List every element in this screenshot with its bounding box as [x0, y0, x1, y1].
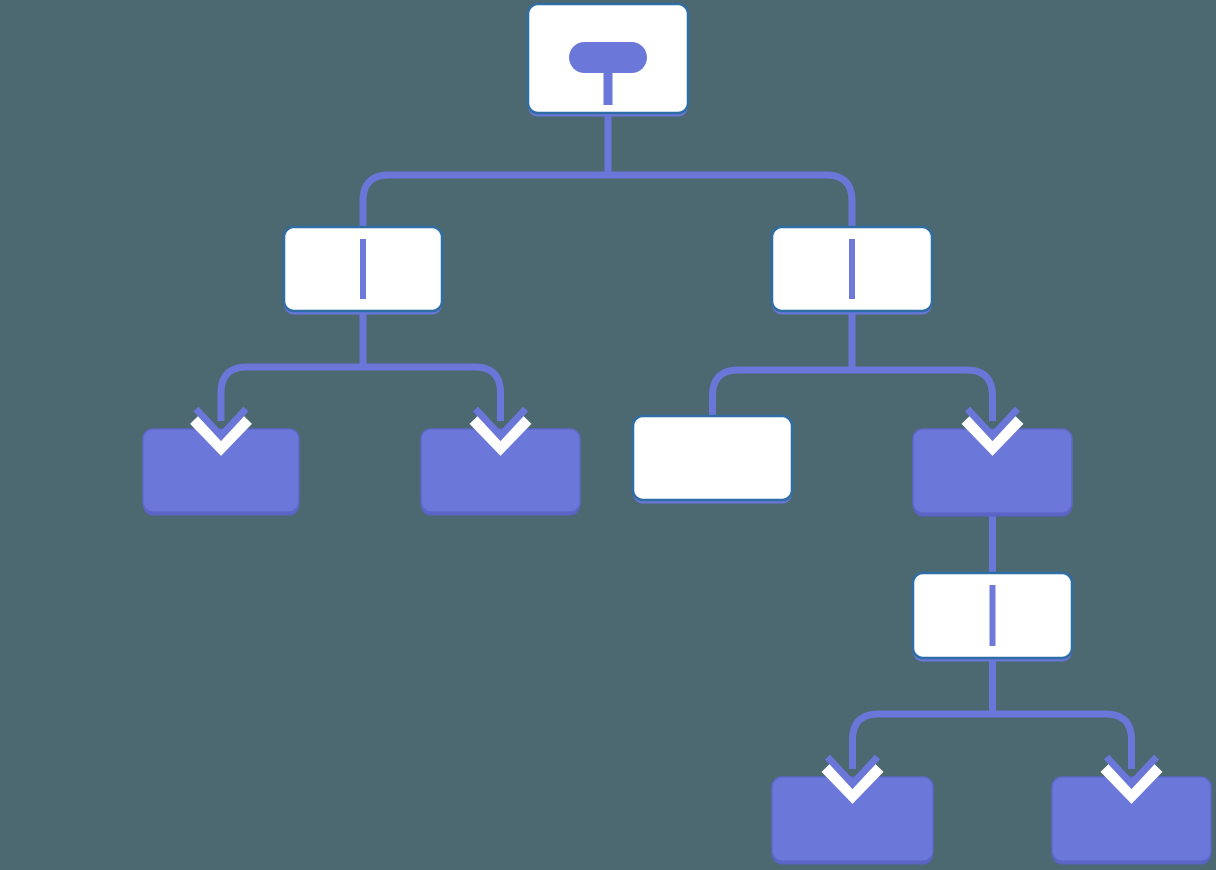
- edges-layer: [217, 113, 1135, 769]
- connector-edge: [217, 363, 504, 421]
- junction-line-icon: [849, 239, 855, 299]
- root-pill-stem-icon: [603, 70, 613, 105]
- root-pill-icon: [569, 42, 647, 73]
- arrowheads-layer: [190, 406, 1163, 804]
- chevron-down-arrowhead-outline-icon: [821, 764, 884, 804]
- chevron-down-arrowhead-icon: [193, 406, 249, 442]
- leaf-node[interactable]: [912, 428, 1073, 514]
- leaf-node[interactable]: [420, 428, 581, 513]
- chevron-down-arrowhead-outline-icon: [190, 416, 252, 456]
- chevron-down-arrowhead-icon: [824, 754, 881, 790]
- connector-edge: [359, 171, 856, 227]
- chevron-down-arrowhead-icon: [964, 406, 1021, 442]
- chevron-down-arrowhead-outline-icon: [961, 416, 1024, 456]
- chevron-down-arrowhead-outline-icon: [469, 416, 532, 456]
- junction-line-icon: [360, 239, 366, 299]
- chevron-down-arrowhead-icon: [472, 406, 529, 442]
- connector-edge: [709, 366, 996, 421]
- chevron-down-arrowhead-icon: [1103, 754, 1160, 790]
- chevron-down-arrowhead-outline-icon: [1100, 764, 1163, 804]
- connector-edge: [849, 710, 1135, 769]
- leaf-node[interactable]: [771, 776, 934, 862]
- leaf-node[interactable]: [1051, 776, 1212, 862]
- branch-node[interactable]: [631, 414, 794, 502]
- junction-line-icon: [989, 585, 996, 646]
- node-glyphs-layer: [360, 42, 996, 646]
- leaf-node[interactable]: [142, 428, 300, 513]
